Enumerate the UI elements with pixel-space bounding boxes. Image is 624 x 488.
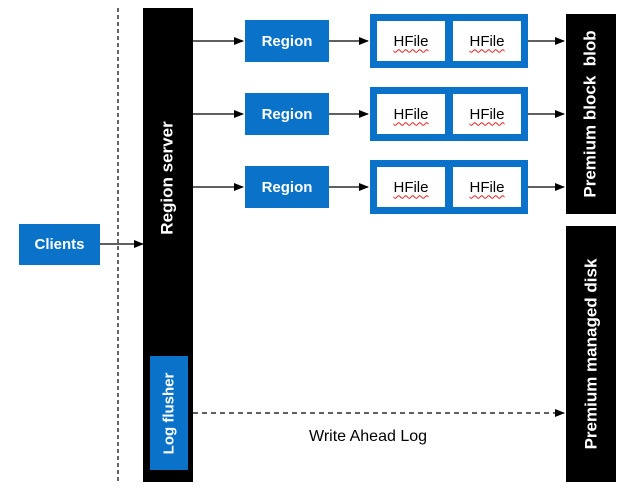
- region-label-2: Region: [261, 105, 313, 123]
- region-label-3: Region: [261, 178, 313, 196]
- region-server-label: Region server: [158, 121, 178, 235]
- hfile-group-3: HFile HFile: [370, 160, 528, 214]
- clients-box: Clients: [19, 224, 100, 265]
- hfile-4: HFile: [453, 94, 521, 134]
- region-box-3: Region: [245, 166, 329, 208]
- premium-block-blob-label: Premium block blob: [581, 30, 601, 198]
- hfile-group-2: HFile HFile: [370, 87, 528, 141]
- log-flusher-label: Log flusher: [160, 372, 178, 454]
- region-box-1: Region: [245, 20, 329, 62]
- hfile-1: HFile: [377, 21, 445, 61]
- hfile-5: HFile: [377, 167, 445, 207]
- clients-label: Clients: [34, 236, 85, 253]
- hfile-3: HFile: [377, 94, 445, 134]
- log-flusher-box: Log flusher: [150, 356, 188, 470]
- hfile-6: HFile: [453, 167, 521, 207]
- premium-managed-disk-label: Premium managed disk: [581, 258, 600, 450]
- premium-block-blob-bar: Premium block blob: [566, 14, 616, 214]
- region-box-2: Region: [245, 93, 329, 135]
- write-ahead-log-label: Write Ahead Log: [309, 428, 428, 445]
- premium-managed-disk-bar: Premium managed disk: [566, 226, 616, 482]
- hfile-group-1: HFile HFile: [370, 14, 528, 68]
- hfile-2: HFile: [453, 21, 521, 61]
- region-label-1: Region: [261, 32, 313, 50]
